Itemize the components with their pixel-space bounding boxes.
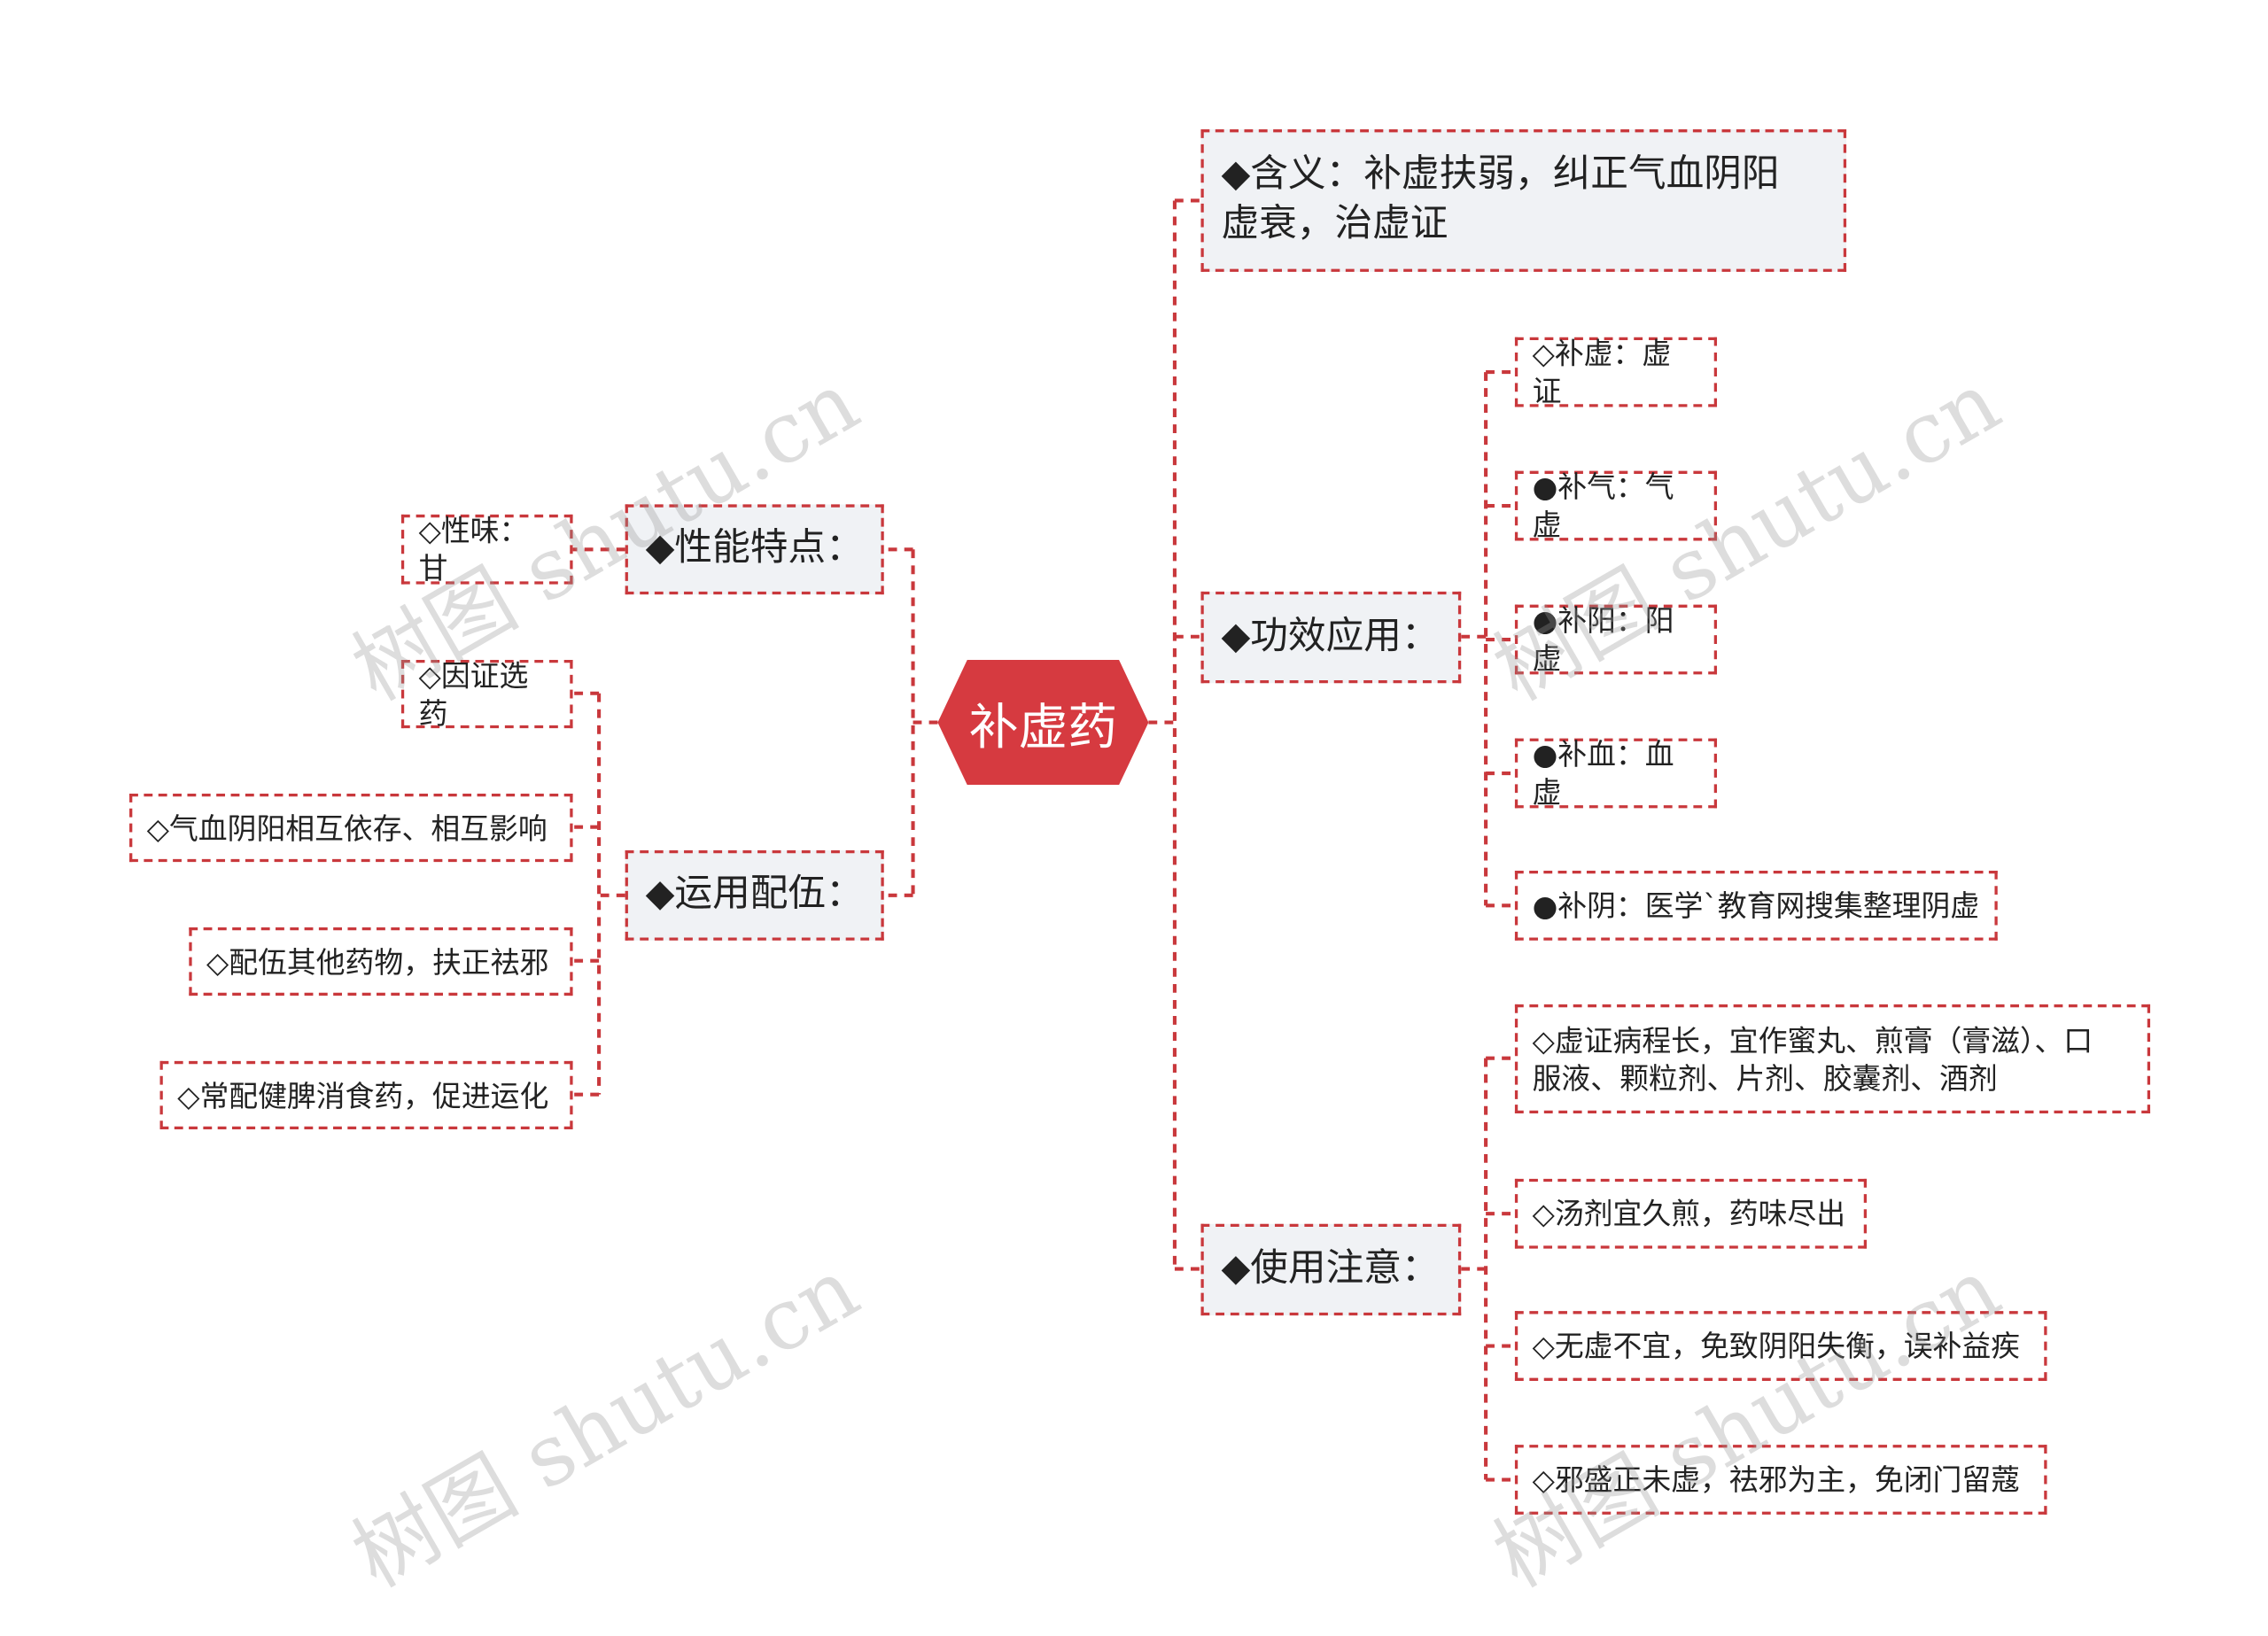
notes-child-3[interactable]: ◇无虚不宜，免致阴阳失衡，误补益疾 (1514, 1311, 2047, 1381)
usage-child-3-label: ◇配伍其他药物，扶正祛邪 (206, 943, 549, 980)
usage-child-2-label: ◇气血阴阳相互依存、相互影响 (146, 810, 548, 846)
effects-child-2[interactable]: ●补气：气虚 (1514, 469, 1718, 543)
effects-child-5[interactable]: ●补阴：医学`教育网搜集整理阴虚 (1514, 870, 1998, 941)
effects-child-1[interactable]: ◇补虚：虚证 (1514, 336, 1718, 409)
root-node[interactable]: 补虚药 (937, 660, 1149, 786)
topic-notes[interactable]: ◆使用注意： (1200, 1223, 1462, 1316)
usage-child-4[interactable]: ◇常配健脾消食药，促进运化 (159, 1060, 573, 1130)
effects-child-3-label: ●补阳：阳虚 (1532, 603, 1674, 677)
topic-notes-label: ◆使用注意： (1221, 1246, 1440, 1291)
usage-child-3[interactable]: ◇配伍其他药物，扶正祛邪 (189, 927, 573, 996)
topic-usage[interactable]: ◆运用配伍： (625, 849, 884, 941)
usage-child-1[interactable]: ◇因证选药 (400, 658, 573, 731)
effects-child-4[interactable]: ●补血：血虚 (1514, 737, 1718, 810)
notes-child-2-label: ◇汤剂宜久煎，药味尽出 (1532, 1196, 1846, 1231)
effects-child-2-label: ●补气：气虚 (1532, 469, 1674, 543)
topic-props[interactable]: ◆性能特点： (625, 504, 884, 595)
notes-child-4-label: ◇邪盛正未虚，祛邪为主，免闭门留蔻 (1532, 1462, 2020, 1498)
topic-meaning[interactable]: ◆含义：补虚扶弱，纠正气血阴阳 虚衰，治虚证 (1200, 129, 1847, 272)
usage-child-1-label: ◇因证选药 (418, 657, 529, 731)
topic-meaning-label: ◆含义：补虚扶弱，纠正气血阴阳 虚衰，治虚证 (1221, 152, 1780, 246)
topic-effects-label: ◆功效应用： (1221, 614, 1440, 658)
usage-child-2[interactable]: ◇气血阴阳相互依存、相互影响 (129, 793, 573, 863)
topic-props-label: ◆性能特点： (645, 526, 864, 570)
root-label: 补虚药 (968, 698, 1118, 757)
effects-child-3[interactable]: ●补阳：阳虚 (1514, 603, 1718, 676)
notes-child-2[interactable]: ◇汤剂宜久煎，药味尽出 (1514, 1178, 1868, 1249)
props-child-label: ◇性味：甘 (418, 513, 529, 586)
usage-child-4-label: ◇常配健脾消食药，促进运化 (177, 1077, 549, 1113)
props-child-taste[interactable]: ◇性味：甘 (400, 513, 573, 586)
effects-child-5-label: ●补阴：医学`教育网搜集整理阴虚 (1532, 888, 1980, 924)
effects-child-1-label: ◇补虚：虚证 (1532, 336, 1672, 409)
notes-child-1[interactable]: ◇虚证病程长，宜作蜜丸、煎膏（膏滋）、口 服液、颗粒剂、片剂、胶囊剂、酒剂 (1514, 1004, 2151, 1114)
notes-child-1-label: ◇虚证病程长，宜作蜜丸、煎膏（膏滋）、口 服液、颗粒剂、片剂、胶囊剂、酒剂 (1532, 1022, 2093, 1096)
notes-child-3-label: ◇无虚不宜，免致阴阳失衡，误补益疾 (1532, 1328, 2020, 1364)
notes-child-4[interactable]: ◇邪盛正未虚，祛邪为主，免闭门留蔻 (1514, 1445, 2047, 1515)
topic-effects[interactable]: ◆功效应用： (1200, 591, 1462, 684)
topic-usage-label: ◆运用配伍： (645, 872, 864, 916)
effects-child-4-label: ●补血：血虚 (1532, 736, 1674, 810)
